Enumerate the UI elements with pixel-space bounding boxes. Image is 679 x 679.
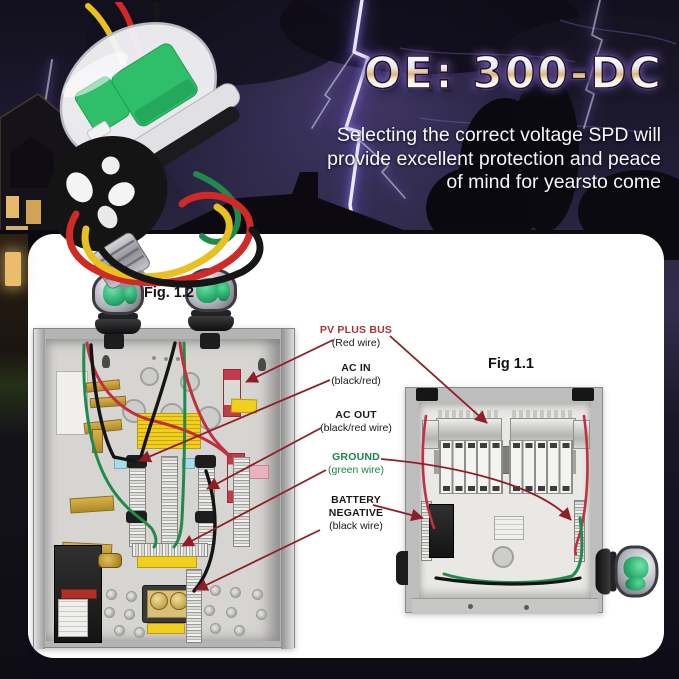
- electrical-panel-fig12: [33, 328, 295, 649]
- callout-battery-negative: BATTERY NEGATIVE (black wire): [310, 494, 402, 533]
- panel-right-wiring: [421, 414, 589, 586]
- fig11-label: Fig 1.1: [488, 356, 534, 372]
- lightning-bolt: [583, 0, 603, 129]
- beacon-base: [595, 548, 611, 595]
- electrical-panel-fig11: [405, 387, 603, 614]
- lightning-branch: [345, 127, 406, 199]
- breaker-red-label: [61, 589, 97, 599]
- model-title: OE: 300-DC: [363, 47, 663, 100]
- callout-subtitle: (green wire): [327, 464, 385, 476]
- green-module: [111, 43, 198, 127]
- callout-title: PV PLUS BUS: [319, 324, 393, 336]
- bus-comb: [512, 410, 572, 419]
- tree-silhouette: [511, 72, 579, 232]
- tagline: Selecting the correct voltage SPD will p…: [211, 124, 661, 195]
- callout-subtitle: (black/red): [331, 375, 381, 387]
- small-label: [147, 623, 185, 634]
- beacon-dome: [92, 271, 144, 315]
- callout-title: AC OUT: [335, 409, 377, 421]
- lit-window: [26, 200, 41, 224]
- screw: [468, 604, 473, 609]
- callout-ground: GROUND (green wire): [297, 451, 415, 477]
- fig12-label: Fig. 1.2: [144, 285, 194, 301]
- house-dormer: [10, 136, 54, 188]
- lightning-branch: [311, 51, 355, 129]
- callout-subtitle: (black wire): [329, 520, 383, 532]
- knockout-dot: [176, 357, 180, 361]
- callout-ac-in: AC IN (black/red): [297, 362, 415, 388]
- beacon-base: [95, 319, 141, 334]
- callout-subtitle: (Red wire): [331, 337, 381, 349]
- callout-ac-out: AC OUT (black/red wire): [297, 409, 415, 435]
- screw: [524, 605, 529, 610]
- tree-silhouette: [426, 166, 530, 250]
- callout-title: BATTERY NEGATIVE: [328, 494, 384, 519]
- panel-left-flange: [34, 329, 45, 649]
- callout-pv-plus-bus: PV PLUS BUS (Red wire): [297, 324, 415, 350]
- surge-protector-product-photo: [46, 2, 264, 290]
- cable-clamp: [200, 333, 220, 349]
- surge-protector-beacon-side: [396, 551, 408, 585]
- lit-window: [6, 196, 19, 218]
- knockout-dot: [164, 357, 168, 361]
- cable-clamp: [104, 333, 124, 349]
- tagline-line: Selecting the correct voltage SPD will: [336, 124, 661, 146]
- lit-window: [5, 252, 21, 286]
- device-body: [46, 135, 168, 252]
- beacon-dome: [614, 545, 659, 598]
- panel-bottom-wall: [412, 598, 598, 614]
- panel-left-wiring: [82, 341, 233, 593]
- callout-title: GROUND: [332, 451, 380, 463]
- mounting-keyhole: [102, 355, 110, 368]
- callout-subtitle: (black/red wire): [320, 422, 392, 434]
- storm-sky-scene: [0, 0, 679, 260]
- house-wall-strip: [0, 234, 28, 679]
- tagline-line: provide excellent protection and peace: [327, 147, 661, 170]
- surge-protector-beacon-side: [595, 545, 659, 598]
- breaker-spec-label: [58, 599, 88, 637]
- knockout-dot: [152, 356, 156, 360]
- knockout: [492, 546, 514, 568]
- roof-silhouette: [150, 172, 430, 240]
- beacon-base: [188, 316, 234, 331]
- callout-title: AC IN: [341, 362, 371, 374]
- breaker-knob: [98, 553, 122, 568]
- contactor: [56, 371, 88, 435]
- surge-protector-beacon: [92, 271, 144, 334]
- tagline-line: of mind for yearsto come: [446, 171, 661, 193]
- hinge: [572, 388, 594, 401]
- battery-lug: [150, 592, 168, 610]
